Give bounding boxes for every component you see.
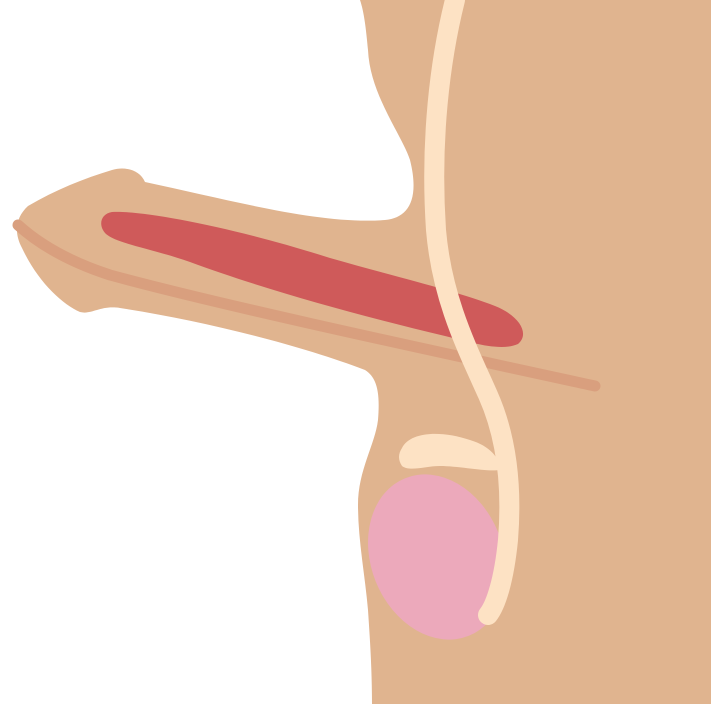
anatomy-illustration <box>0 0 711 704</box>
